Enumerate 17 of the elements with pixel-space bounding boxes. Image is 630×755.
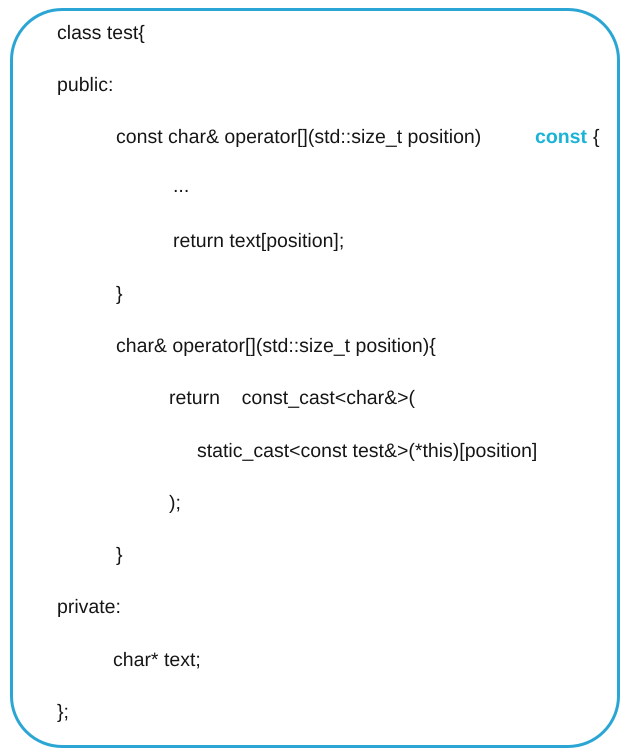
code-keyword: const (535, 125, 588, 149)
code-line: private: (57, 595, 121, 619)
code-line: } (116, 282, 123, 306)
code-panel (10, 8, 620, 748)
code-line: char* text; (113, 648, 201, 672)
code-line: public: (57, 73, 114, 97)
code-line: ... (173, 174, 190, 198)
code-line: static_cast<const test&>(*this)[position] (197, 439, 538, 463)
code-line: } (116, 543, 123, 567)
code-line: return text[position]; (173, 229, 344, 253)
code-line: char& operator[](std::size_t position){ (116, 334, 436, 358)
code-line: }; (57, 700, 69, 724)
code-line: ); (169, 491, 181, 515)
code-line: return const_cast<char&>( (169, 386, 416, 410)
code-line: const char& operator[](std::size_t position) (116, 125, 482, 149)
code-line: class test{ (57, 21, 145, 45)
code-line: { (593, 125, 600, 149)
